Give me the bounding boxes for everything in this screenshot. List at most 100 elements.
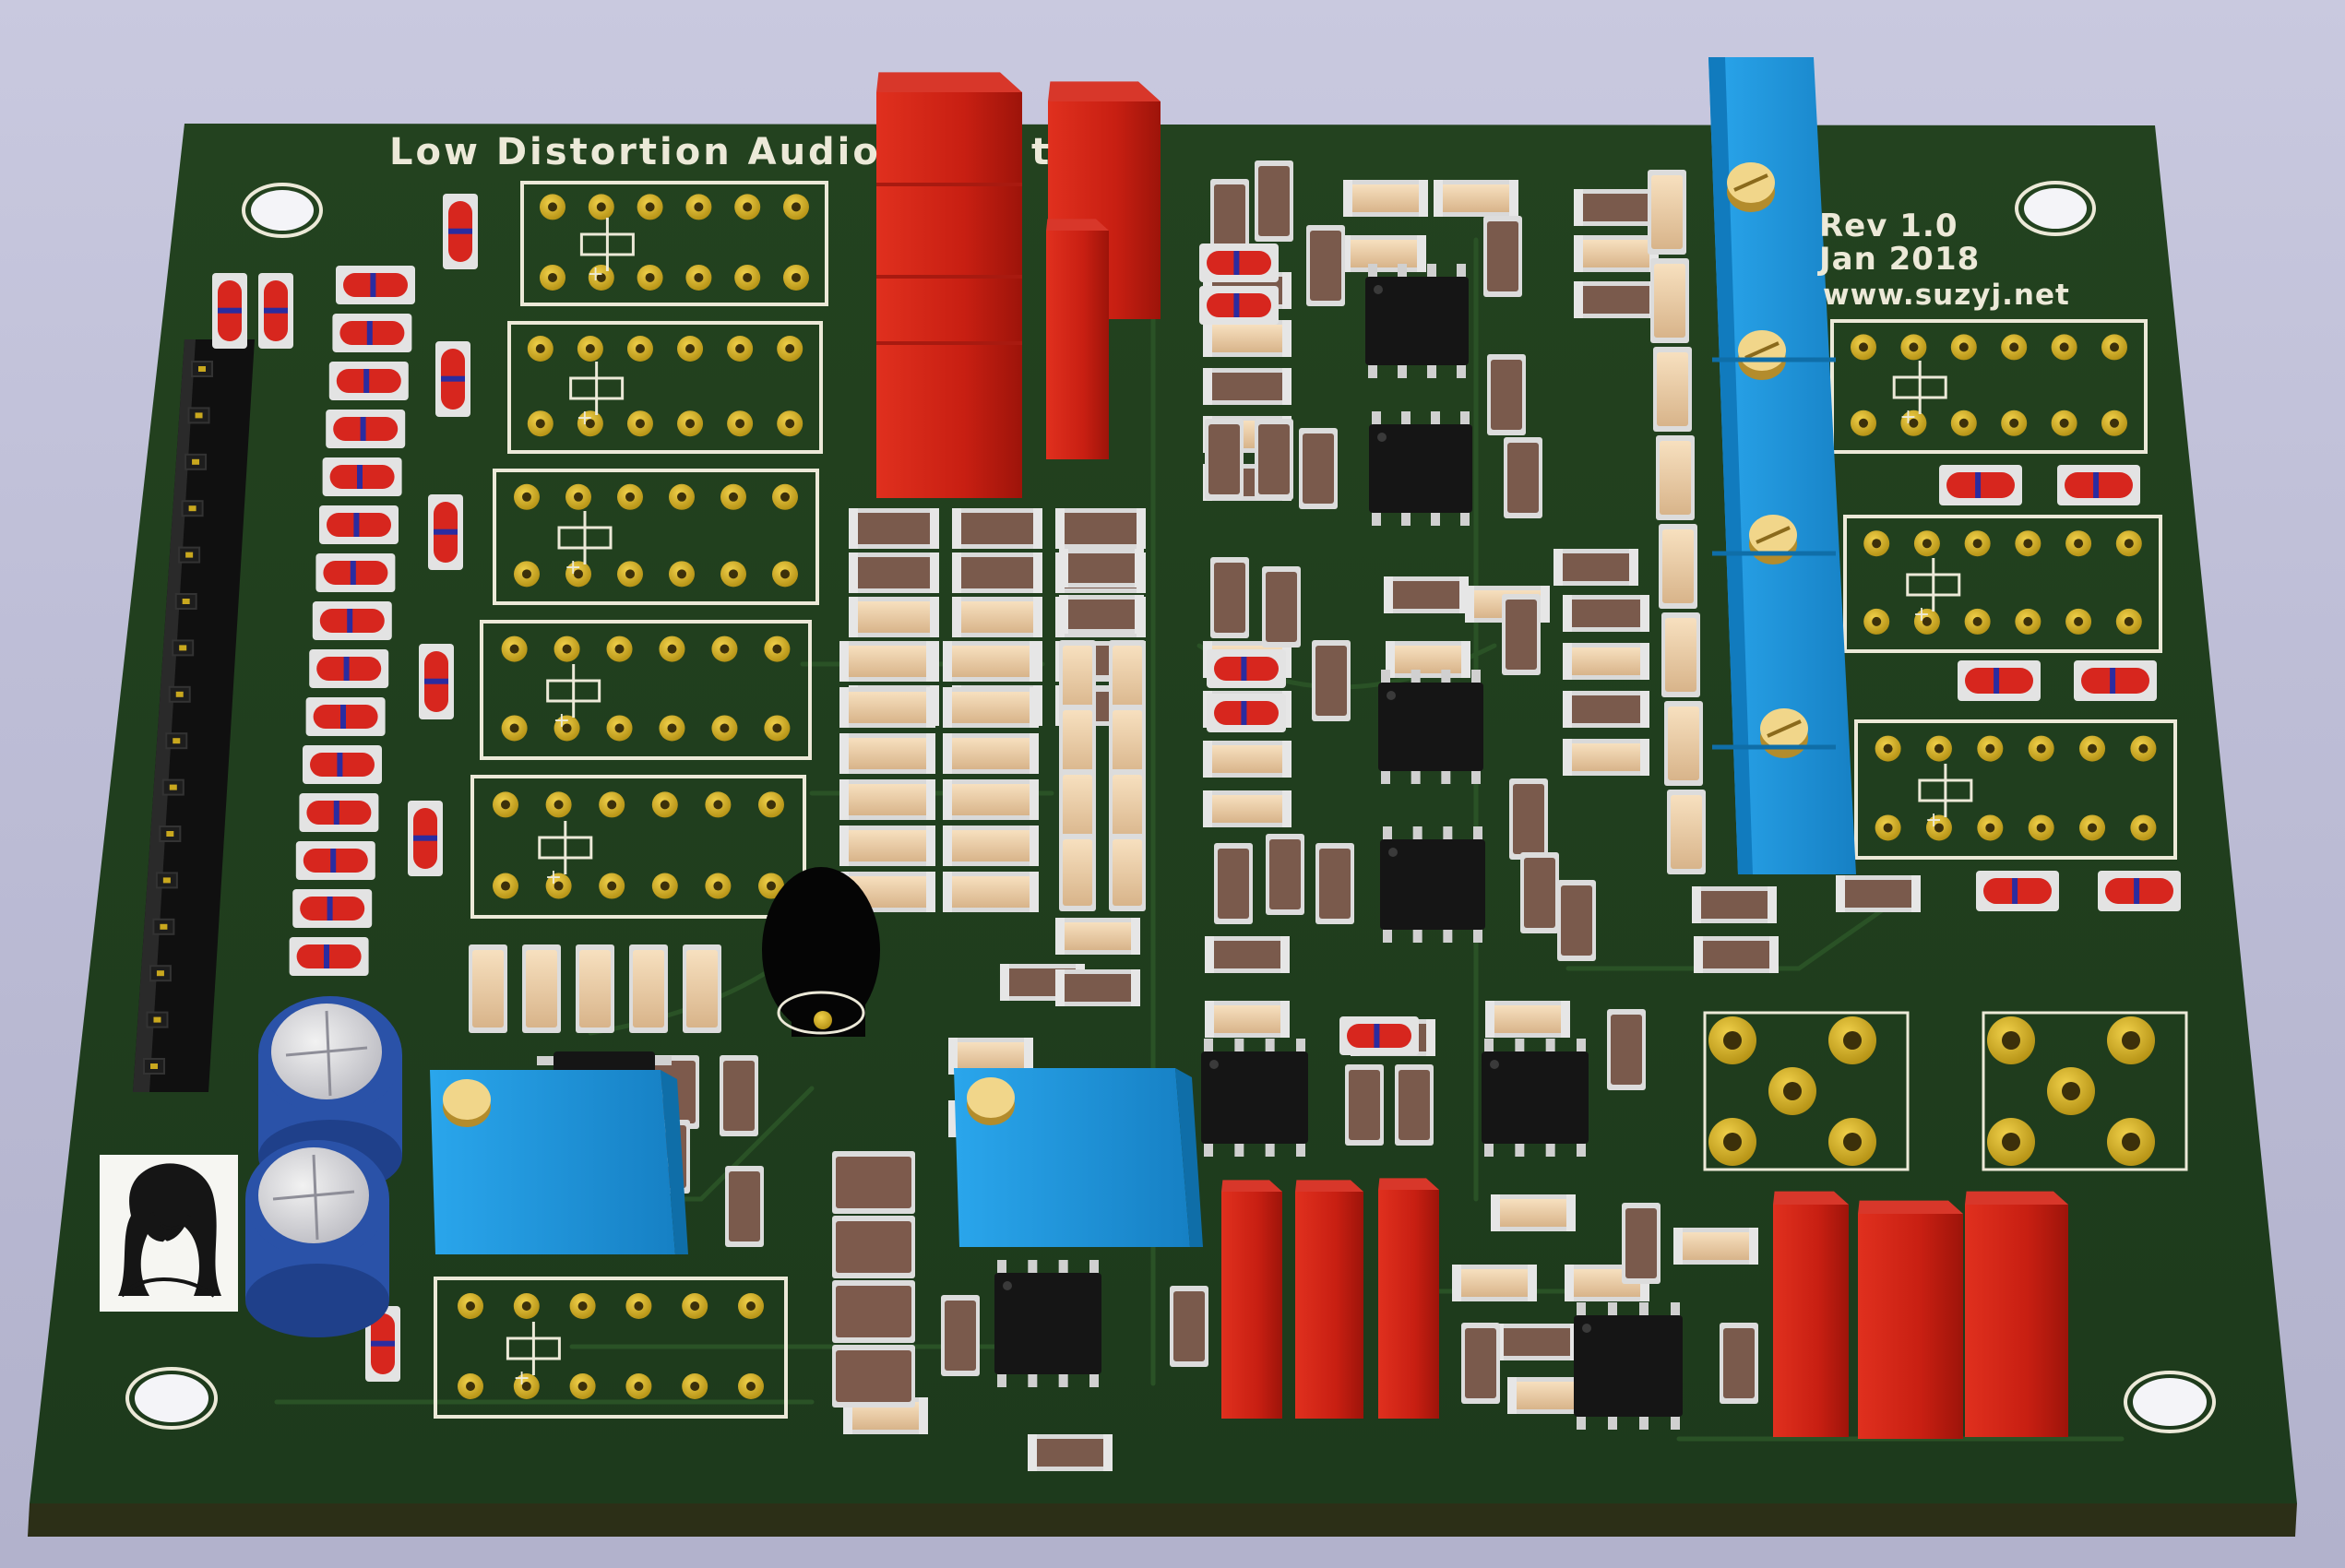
film-capacitor <box>1221 1192 1282 1419</box>
smd-end <box>1465 586 1474 623</box>
smd-end <box>1055 969 1065 1006</box>
smd-body <box>1063 775 1092 841</box>
relay-pad-hole <box>1922 539 1932 549</box>
melf-band <box>1233 251 1240 275</box>
smd-body <box>954 1042 1028 1070</box>
trimmer-pot <box>954 1068 1190 1247</box>
ic-lead <box>1515 1039 1525 1053</box>
relay-pad-hole <box>690 1382 700 1391</box>
op-amp-ic <box>994 1273 1101 1374</box>
smd-end <box>1280 1001 1290 1038</box>
smd-body <box>1697 891 1771 919</box>
relay-polarity-mark: + <box>587 263 603 286</box>
smd-body <box>1506 600 1537 670</box>
melf-band <box>1994 668 2000 694</box>
smd-end <box>1343 180 1352 217</box>
melf-band <box>333 801 339 825</box>
ic-lead <box>1471 769 1481 784</box>
smd-body <box>1668 707 1699 780</box>
ic-lead <box>1234 1039 1244 1053</box>
header-pin-tip <box>150 1063 158 1069</box>
relay-pad-hole <box>1883 823 1893 833</box>
smd-body <box>836 1286 911 1337</box>
relay-pad-hole <box>1972 539 1982 549</box>
relay-pad-hole <box>509 723 519 733</box>
ic-lead <box>1457 363 1466 378</box>
smd-body <box>1208 745 1286 773</box>
relay-pad-hole <box>509 644 519 654</box>
smd-body <box>1654 264 1685 338</box>
smd-end <box>1566 1194 1576 1231</box>
ic-lead <box>1545 1142 1555 1157</box>
ic-lead <box>1028 1372 1038 1387</box>
trimmer-slot <box>1733 173 1768 192</box>
film-capacitor-top <box>1295 1180 1363 1192</box>
relay-pad-hole <box>772 723 782 733</box>
smd-end <box>1640 739 1649 776</box>
smd-body <box>1657 352 1688 426</box>
relay-pad-hole <box>690 1301 700 1311</box>
smd-body <box>958 601 1037 633</box>
smd-body <box>1210 941 1284 968</box>
film-capacitor-top <box>1221 1180 1282 1192</box>
relay-pad-hole <box>1985 823 1995 833</box>
ic-lead <box>1372 411 1381 426</box>
smd-end <box>943 826 952 866</box>
smd-body <box>1061 922 1135 950</box>
smd-end <box>1030 872 1039 912</box>
relay-pad-hole <box>785 344 795 353</box>
smd-body <box>1513 1382 1587 1409</box>
relay-polarity-mark: + <box>565 556 581 579</box>
ic-lead <box>1296 1142 1305 1157</box>
relay-outline <box>493 469 819 605</box>
ic-lead <box>1443 826 1453 841</box>
ic-pin1-dot <box>1374 285 1383 294</box>
relay-pad-hole <box>2036 743 2046 754</box>
relay-pad-hole <box>634 1382 644 1391</box>
smd-end <box>943 779 952 820</box>
melf-band <box>1975 472 1982 498</box>
melf-band <box>218 307 242 314</box>
relay-pad-hole <box>1958 342 1969 352</box>
smd-end <box>1528 1265 1537 1301</box>
smd-body <box>1113 775 1142 841</box>
header-pin-tip <box>182 599 190 604</box>
smd-body <box>1113 839 1142 906</box>
melf-band <box>2134 878 2140 904</box>
smd-end <box>1341 235 1351 272</box>
relay-pad-hole <box>1909 342 1919 352</box>
relay-pad-hole <box>535 419 545 429</box>
relay-pad-hole <box>577 1382 588 1391</box>
relay-pad-hole <box>694 272 704 282</box>
smd-body <box>1269 839 1301 909</box>
smd-body <box>1389 581 1463 609</box>
relay-pad-hole <box>2088 743 2098 754</box>
ic-lead <box>1058 1260 1068 1275</box>
smd-body <box>1561 885 1592 956</box>
relay-pad-hole <box>792 202 801 212</box>
smd-end <box>1282 691 1292 728</box>
mounting-hole-icon <box>2124 1371 2216 1433</box>
smd-end <box>1507 1377 1517 1414</box>
vent-line <box>272 1190 355 1201</box>
relay-outline <box>1830 319 2148 454</box>
smd-body <box>1662 529 1694 603</box>
smd-body <box>472 950 504 1028</box>
ic-lead <box>1204 1039 1213 1053</box>
smd-end <box>930 597 939 637</box>
melf-band <box>371 1340 395 1347</box>
mounting-hole-icon <box>2133 1378 2207 1426</box>
relay-pad-hole <box>780 569 790 579</box>
board-title: Low Distortion Audio <box>389 131 881 173</box>
trimmer-pot <box>430 1070 675 1254</box>
melf-band <box>448 228 472 234</box>
smd-end <box>943 733 952 774</box>
smd-body <box>1524 858 1555 928</box>
ic-lead <box>1441 769 1451 784</box>
relay-pad-hole <box>585 344 595 353</box>
relay-pad-hole <box>660 881 670 891</box>
smd-body <box>1500 1328 1574 1356</box>
ic-lead <box>1412 826 1422 841</box>
